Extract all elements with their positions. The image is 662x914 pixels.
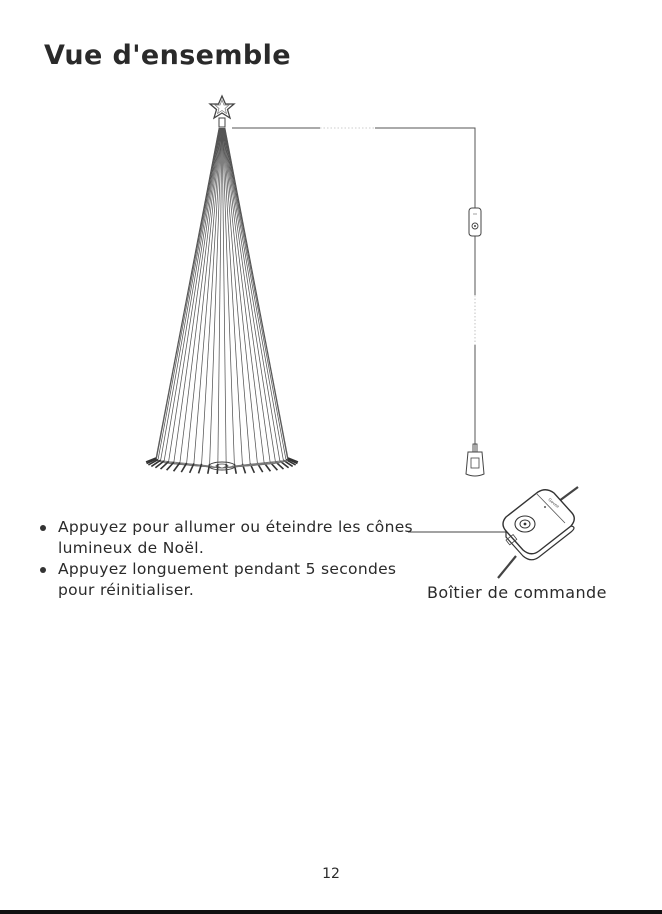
star-topper-icon xyxy=(210,96,234,127)
light-strand xyxy=(224,128,276,462)
light-strand xyxy=(223,128,264,463)
instruction-text: Appuyez pour allumer ou éteindre les côn… xyxy=(58,518,413,557)
light-strand xyxy=(174,128,221,462)
cone-base xyxy=(209,462,235,470)
ground-stake xyxy=(226,464,227,474)
light-strand xyxy=(224,128,271,462)
light-strand xyxy=(157,128,220,459)
light-strand xyxy=(180,128,221,463)
control-box-label: Boîtier de commande xyxy=(427,583,607,602)
light-strand xyxy=(224,128,283,460)
page-number: 12 xyxy=(0,866,662,882)
light-strand xyxy=(169,128,221,462)
inline-controller xyxy=(469,208,481,236)
instruction-text: Appuyez longuement pendant 5 secondes po… xyxy=(58,560,396,599)
ground-stake xyxy=(217,464,218,474)
footer-rule xyxy=(0,910,662,914)
light-cone-strands xyxy=(146,128,298,474)
light-strand xyxy=(161,128,220,460)
light-strand xyxy=(194,128,221,463)
bullet-dot-icon xyxy=(40,525,46,531)
power-cord xyxy=(232,128,475,452)
control-box-illustration xyxy=(498,487,578,578)
light-strand xyxy=(225,128,288,458)
instruction-item: Appuyez longuement pendant 5 secondes po… xyxy=(38,559,418,601)
bullet-dot-icon xyxy=(40,567,46,573)
light-strand xyxy=(158,128,219,459)
instruction-item: Appuyez pour allumer ou éteindre les côn… xyxy=(38,517,418,559)
instruction-list: Appuyez pour allumer ou éteindre les côn… xyxy=(38,517,418,601)
light-strand xyxy=(223,128,250,463)
light-strand xyxy=(225,128,286,459)
